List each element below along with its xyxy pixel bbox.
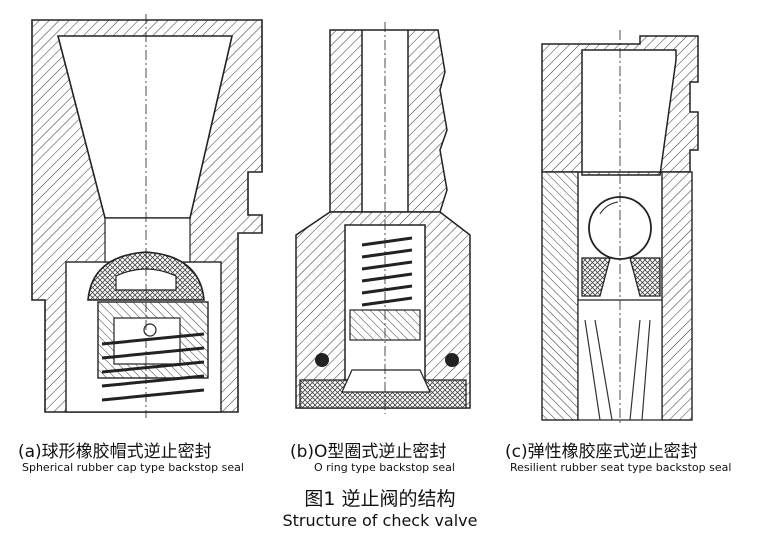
valve-diagram-b bbox=[295, 22, 471, 414]
valve-diagram-a bbox=[31, 14, 263, 418]
caption-c-zh: (c)弹性橡胶座式逆止密封 bbox=[505, 442, 698, 462]
figure-title-zh: 图1 逆止阀的结构 bbox=[304, 488, 456, 510]
caption-a-zh: (a)球形橡胶帽式逆止密封 bbox=[18, 442, 212, 462]
figure-title-en: Structure of check valve bbox=[282, 511, 478, 530]
caption-a-en: Spherical rubber cap type backstop seal bbox=[22, 461, 244, 474]
valve-diagram-c bbox=[541, 30, 699, 424]
caption-b-zh: (b)O型圈式逆止密封 bbox=[290, 442, 447, 462]
caption-b-en: O ring type backstop seal bbox=[314, 461, 455, 474]
caption-c-en: Resilient rubber seat type backstop seal bbox=[510, 461, 732, 474]
